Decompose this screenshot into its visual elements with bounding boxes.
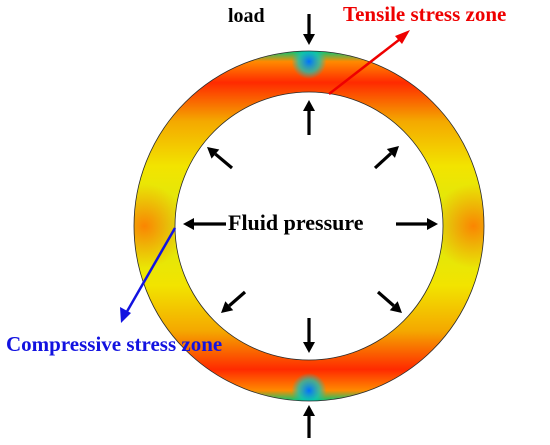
load-top-arrow: [303, 34, 315, 45]
fluid-pressure-label: Fluid pressure: [228, 210, 364, 235]
compressive-stress-zone-label: Compressive stress zone: [6, 332, 223, 356]
compressive-leader-arrowhead: [120, 307, 131, 323]
pressure-left-arrow: [183, 218, 194, 230]
pressure-upper-right-arrow-shaft: [373, 152, 392, 170]
compressive-leader-line: [123, 227, 177, 316]
pressure-upper-left-arrow: [207, 147, 220, 159]
pressure-upper-left-arrow-shaft: [214, 152, 234, 170]
tensile-leader-line: [328, 35, 405, 95]
tensile-leader-arrowhead: [395, 30, 410, 44]
pressure-right-arrow: [427, 218, 438, 230]
load-label: load: [228, 5, 265, 27]
load-bottom-arrow: [303, 405, 315, 416]
pressure-lower-right-arrow: [389, 301, 402, 313]
pressure-bottom-arrow: [303, 342, 315, 353]
arrow-group: [183, 14, 438, 438]
ring-inner-edge: [174, 91, 444, 361]
pressure-upper-right-arrow: [386, 146, 399, 158]
tensile-stress-zone-label: Tensile stress zone: [343, 2, 507, 26]
pressure-lower-left-arrow: [221, 301, 234, 313]
pressure-lower-left-arrow-shaft: [228, 290, 247, 307]
pressure-top-arrow: [303, 100, 315, 111]
ring-outer-edge: [133, 50, 485, 402]
pressure-lower-right-arrow-shaft: [376, 290, 395, 307]
